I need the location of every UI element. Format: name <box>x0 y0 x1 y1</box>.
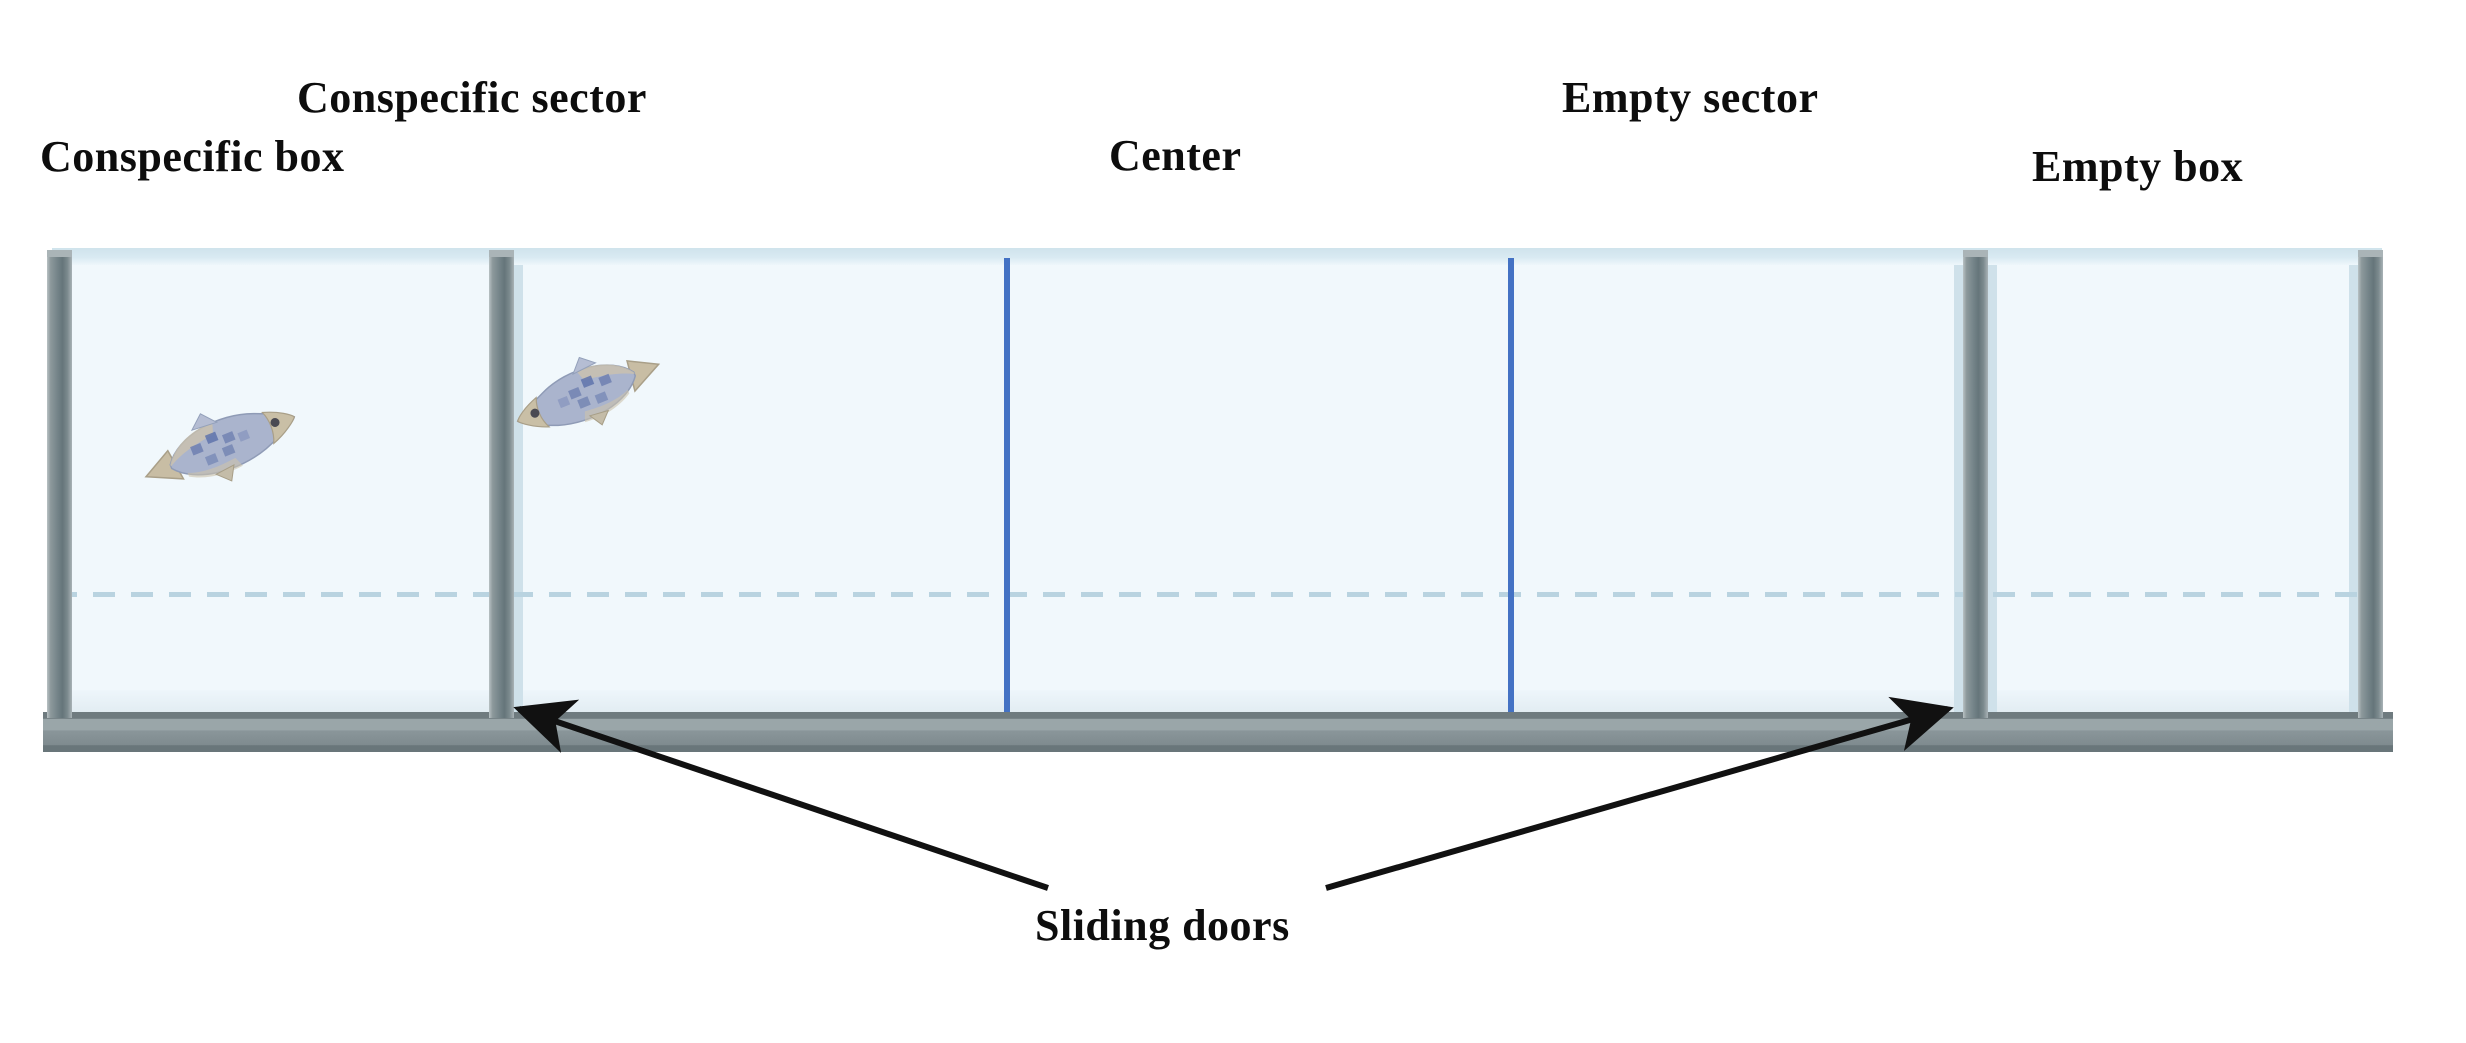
label-empty-box: Empty box <box>2032 142 2244 191</box>
label-conspecific-sector: Conspecific sector <box>297 73 647 122</box>
glass-edge <box>514 265 523 718</box>
fish-conspecific-sector <box>516 356 661 428</box>
water-surface-line <box>52 248 2382 265</box>
arrow-sliding-door-left <box>513 699 1049 891</box>
outer-left-wall <box>47 250 72 718</box>
dashed-midline <box>55 592 2380 597</box>
label-conspecific-box: Conspecific box <box>40 132 345 181</box>
tank-base <box>43 712 2393 752</box>
glass-edge <box>1988 265 1997 718</box>
outer-right-wall <box>2358 250 2383 718</box>
arrow-sliding-door-right <box>1325 696 1954 891</box>
sliding-door-left <box>489 250 514 718</box>
center-divider-right <box>1508 258 1514 718</box>
center-divider-left <box>1004 258 1010 718</box>
label-center: Center <box>1109 131 1242 180</box>
fish-conspecific-box <box>144 411 296 482</box>
sliding-door-right <box>1963 250 1988 718</box>
label-sliding-doors: Sliding doors <box>1035 901 1290 950</box>
label-empty-sector: Empty sector <box>1562 73 1819 122</box>
glass-edge <box>2349 265 2358 718</box>
glass-edge <box>1954 265 1963 718</box>
